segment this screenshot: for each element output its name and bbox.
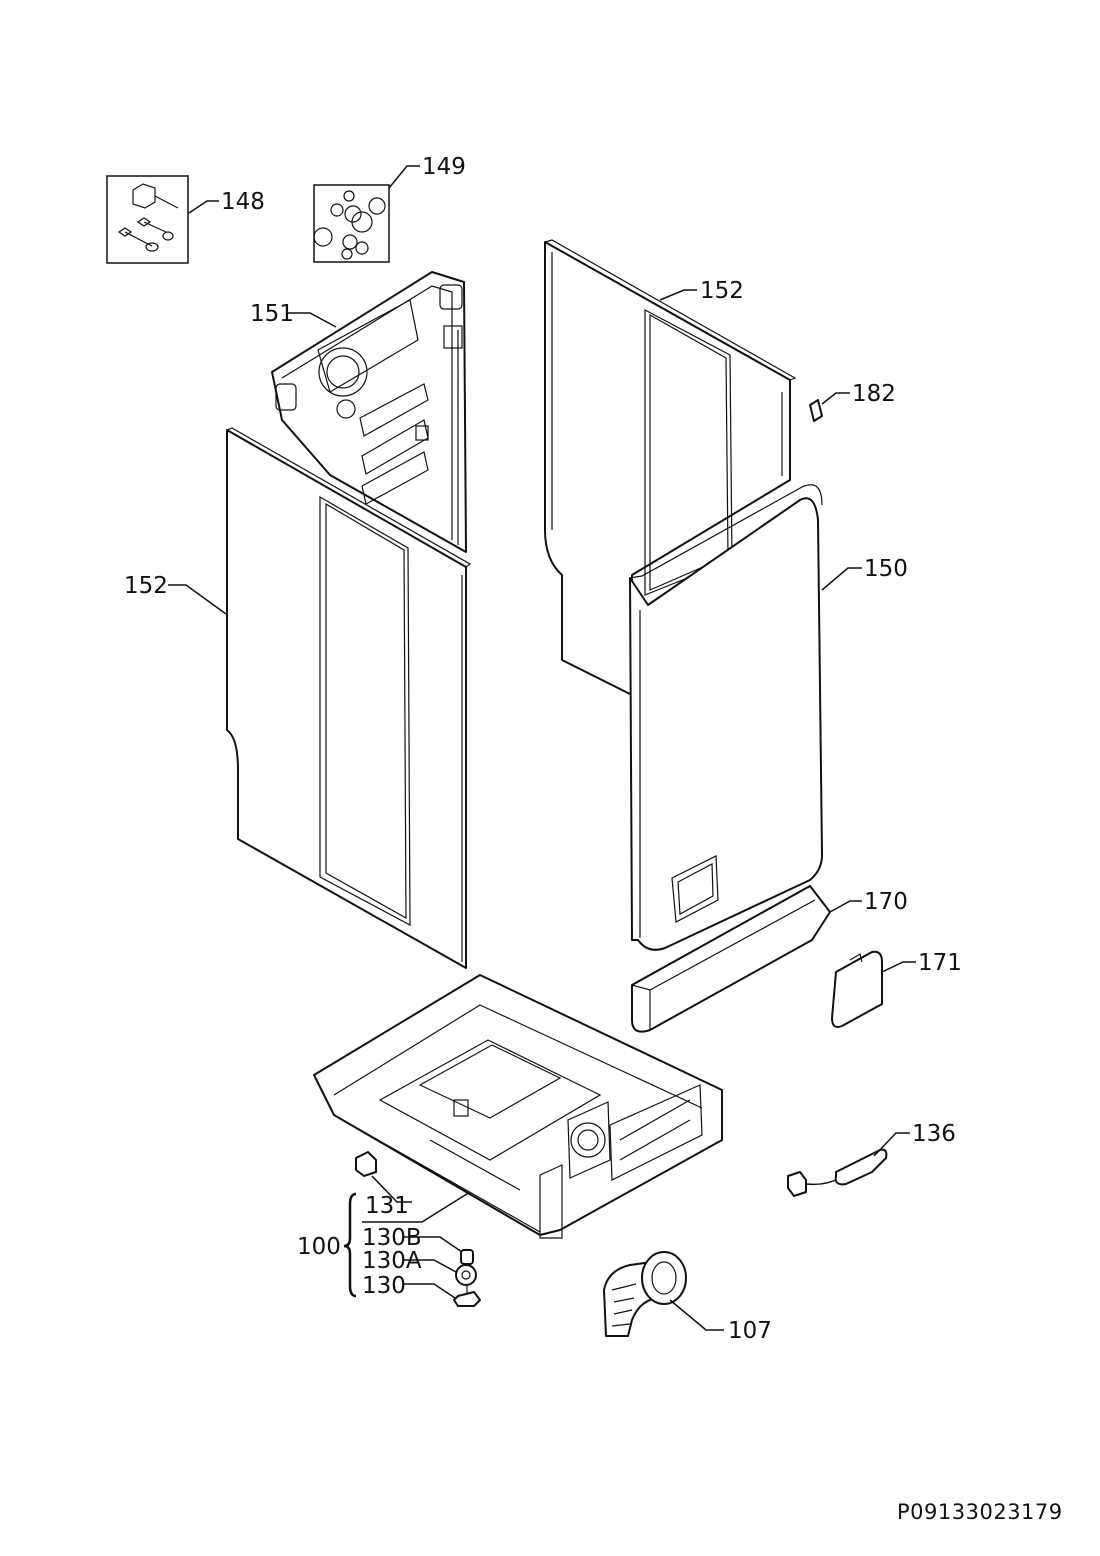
part-base-frame[interactable] [313,974,723,1239]
part-107-pump-bellows[interactable] [603,1251,687,1337]
callout-130B: 130B [362,1225,422,1251]
callout-170: 170 [864,889,908,915]
part-130A-washer[interactable] [455,1264,477,1286]
part-171-service-flap[interactable] [831,950,883,1028]
callout-148: 148 [221,189,265,215]
part-152-left-side-panel[interactable] [226,427,472,969]
part-170-kick-plate[interactable] [631,885,831,1033]
callout-100: 100 [297,1234,341,1260]
part-136-hose[interactable] [787,1148,888,1197]
callout-150: 150 [864,556,908,582]
part-151-cabinet-frame[interactable] [271,271,467,553]
part-150-front-panel[interactable] [629,484,823,951]
part-130-foot[interactable] [453,1286,481,1307]
part-130B-foot-cap[interactable] [460,1249,474,1265]
callout-149: 149 [422,154,466,180]
callout-130A: 130A [362,1248,422,1274]
callout-171: 171 [918,950,962,976]
part-131-connector[interactable] [355,1151,377,1177]
group-brace [343,1192,357,1298]
callout-107: 107 [728,1318,772,1344]
part-182-clip[interactable] [809,399,823,422]
callout-131: 131 [365,1193,409,1219]
callout-152-left: 152 [124,573,168,599]
callout-152-top: 152 [700,278,744,304]
callout-136: 136 [912,1121,956,1147]
part-148-screw-kit[interactable] [106,175,189,264]
callout-182: 182 [852,381,896,407]
document-number: P09133023179 [897,1500,1063,1524]
callout-130: 130 [362,1273,406,1299]
part-149-grommet-kit[interactable] [313,184,390,263]
callout-151: 151 [250,301,294,327]
part-152-right-side-panel[interactable] [544,239,797,696]
